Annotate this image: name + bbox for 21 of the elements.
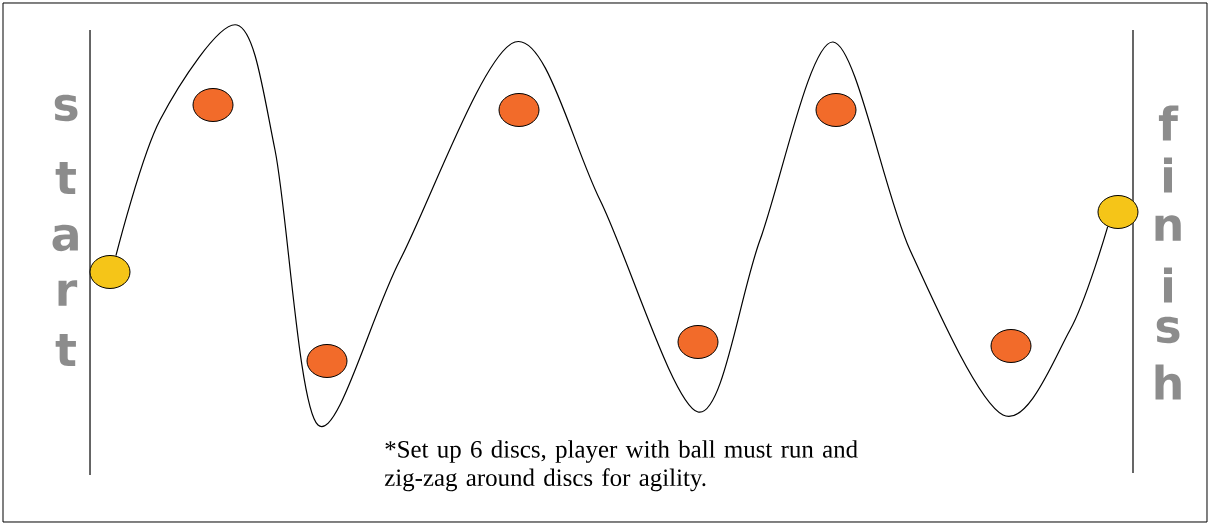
disc: [677, 325, 719, 359]
disc: [815, 93, 857, 127]
bubble-letter: r: [58, 280, 78, 306]
bubble-letter: i: [1164, 267, 1172, 303]
bubble-letter: i: [1164, 157, 1172, 193]
zigzag-path: [115, 24, 1109, 427]
disc: [306, 344, 348, 378]
bubble-letter: t: [55, 333, 76, 367]
disc: [498, 93, 540, 127]
bubble-letter: h: [1155, 364, 1181, 400]
note: *Set up 6 discs, player with ball must run and zig-zag around discs for agility.: [384, 440, 858, 492]
ball: [89, 255, 131, 289]
disc: [990, 329, 1032, 363]
ball: [1097, 195, 1139, 229]
disc: [192, 88, 234, 122]
bubble-letter: f: [1158, 105, 1179, 141]
bubble-letter: a: [52, 224, 78, 252]
bubble-letter: s: [1156, 316, 1180, 344]
bubble-letter: s: [54, 94, 78, 122]
bubble-letter: t: [55, 161, 76, 195]
bubble-letter: n: [1155, 215, 1181, 241]
